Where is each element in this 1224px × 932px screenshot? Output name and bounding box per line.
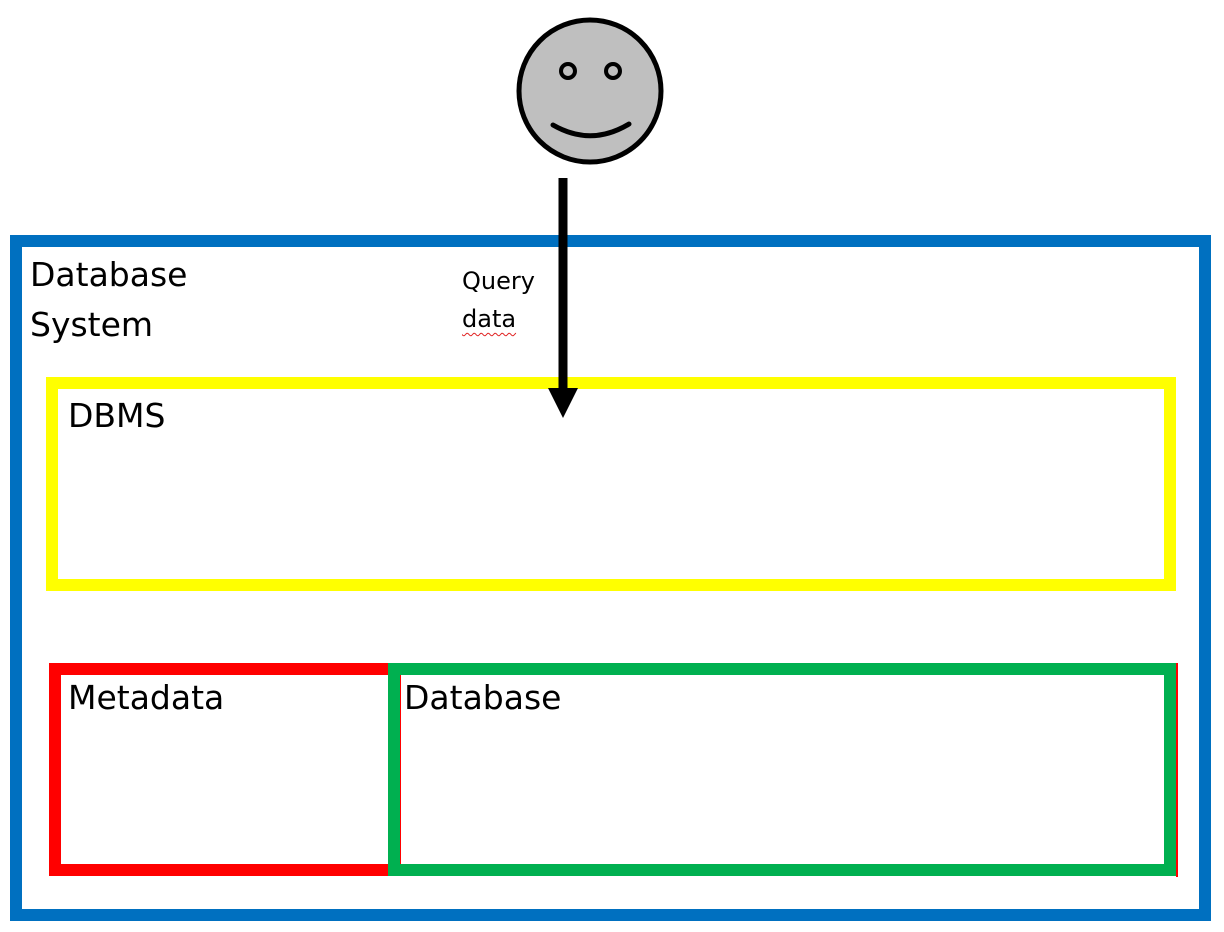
database-label: Database [404,678,562,717]
database-system-label: Database System [30,250,187,350]
metadata-label: Metadata [68,678,225,717]
database-box [388,663,1176,876]
database-system-box [10,235,1211,921]
query-label-line1: Query [462,267,535,295]
query-data-label: Query data [462,262,535,338]
dbms-label: DBMS [68,396,166,435]
dbms-box [46,377,1176,591]
database-system-label-line2: System [30,305,154,344]
query-label-line2: data [462,305,517,333]
smiley-face-icon [516,17,664,165]
database-system-label-line1: Database [30,255,188,294]
query-arrow [548,178,578,418]
